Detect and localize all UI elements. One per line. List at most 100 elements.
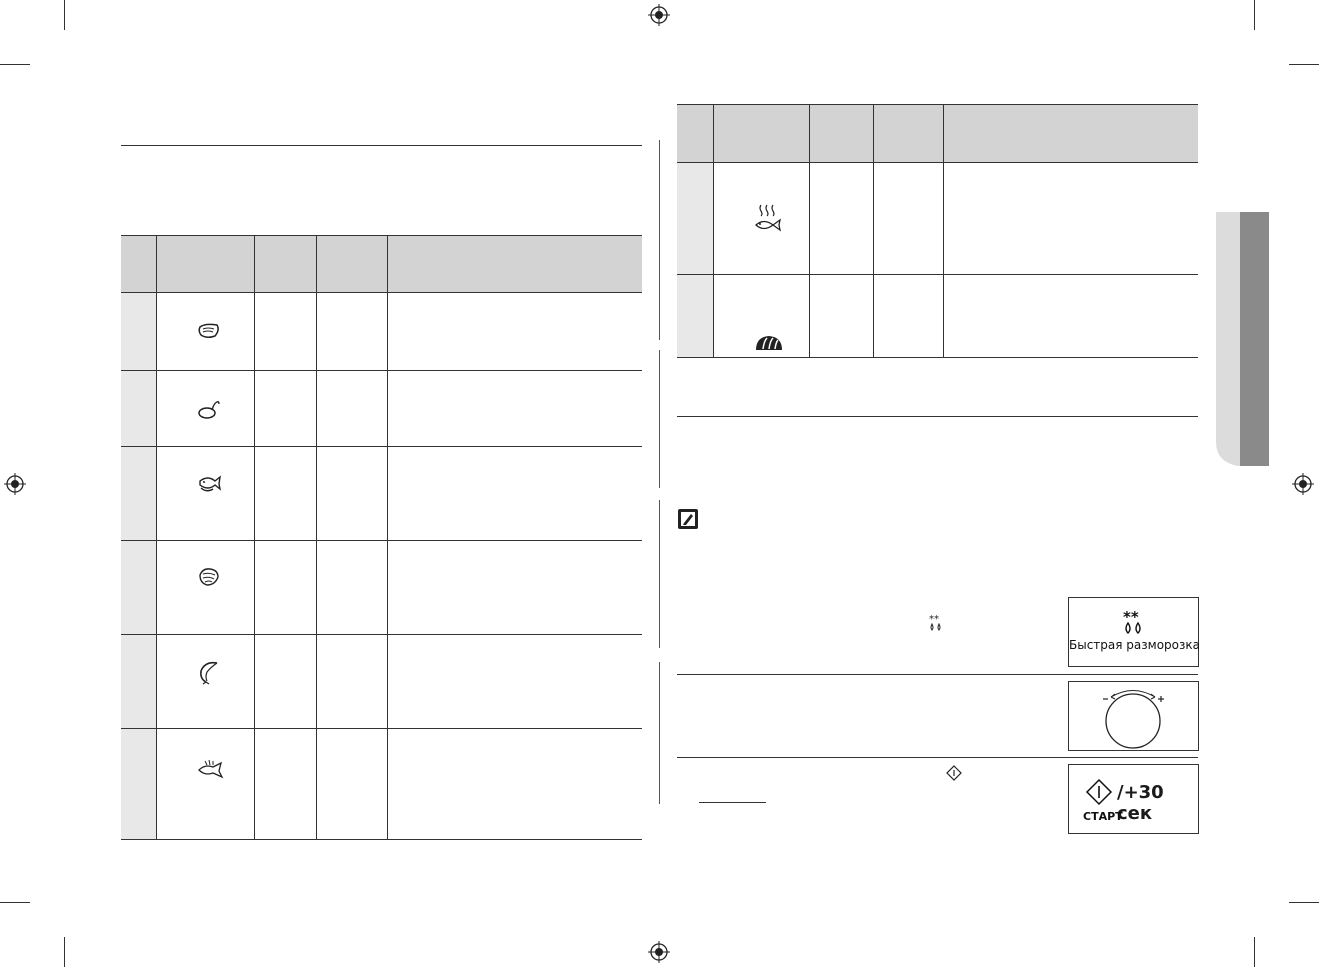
header-cell: [387, 235, 642, 293]
steam-fish-icon: [755, 204, 781, 232]
section-side-tab: [1216, 212, 1269, 466]
product-cell: [156, 728, 255, 840]
table-row: [121, 446, 642, 541]
table-row: [121, 370, 642, 447]
quick-defrost-label: Быстрая разморозка: [1069, 638, 1200, 652]
header-cell: [873, 104, 944, 163]
header-cell: [713, 104, 810, 163]
data-cell: [254, 292, 317, 371]
registration-mark-icon: [1292, 473, 1314, 495]
svg-text:**: **: [929, 614, 939, 625]
table-header-row: [677, 104, 1198, 163]
header-cell: [943, 104, 1198, 163]
shrimp-icon: [200, 661, 218, 685]
data-cell: [254, 540, 317, 635]
step-divider: [677, 674, 1198, 675]
poultry-drumstick-icon: [198, 401, 220, 419]
start-inline-icon: [946, 765, 962, 781]
product-cell: [156, 370, 255, 447]
table-row: [121, 292, 642, 371]
data-cell: [316, 728, 388, 840]
table-row: [677, 162, 1198, 275]
data-cell: [873, 274, 944, 358]
table-row: [677, 274, 1198, 358]
data-cell: [387, 370, 642, 447]
data-cell: [809, 162, 874, 275]
step-divider: [677, 757, 1198, 758]
table-row: [121, 728, 642, 840]
row-number-cell: [677, 162, 714, 275]
rotary-dial-icon: [1103, 690, 1164, 749]
data-cell: [387, 540, 642, 635]
start-button-panel[interactable]: /+30 сек СТАРТ: [1068, 764, 1199, 834]
product-cell: [156, 446, 255, 541]
page-gutter-line: [659, 350, 660, 488]
product-cell: [713, 162, 810, 275]
product-cell: [713, 274, 810, 358]
section-rule: [677, 416, 1198, 417]
crop-mark: [1254, 0, 1255, 30]
dial-panel[interactable]: [1068, 681, 1199, 751]
fish-icon: [199, 475, 222, 492]
page-gutter-line: [659, 662, 660, 804]
svg-text:**: **: [1123, 610, 1139, 626]
section-rule: [121, 145, 642, 146]
data-cell: [387, 446, 642, 541]
text-underline: [699, 802, 766, 803]
start-icon: [1085, 778, 1113, 806]
fish-bone-icon: [198, 759, 224, 779]
header-cell: [156, 235, 255, 293]
crop-mark: [64, 937, 65, 967]
data-cell: [254, 728, 317, 840]
table-header-row: [121, 235, 642, 293]
data-cell: [943, 274, 1198, 358]
data-cell: [254, 446, 317, 541]
header-cell: [254, 235, 317, 293]
crop-mark: [1289, 902, 1319, 903]
data-cell: [254, 634, 317, 729]
data-cell: [943, 162, 1198, 275]
row-number-cell: [121, 540, 157, 635]
crop-mark: [1254, 937, 1255, 967]
bread-loaf-icon: [756, 336, 782, 350]
data-cell: [387, 292, 642, 371]
row-number-cell: [677, 274, 714, 358]
defrost-table-left: [121, 235, 642, 840]
row-number-cell: [121, 634, 157, 729]
header-cell: [677, 104, 714, 163]
data-cell: [316, 634, 388, 729]
registration-mark-icon: [648, 941, 670, 963]
data-cell: [316, 540, 388, 635]
start-label: СТАРТ: [1083, 810, 1123, 823]
data-cell: [316, 292, 388, 371]
quick-defrost-button-panel[interactable]: ** Быстрая разморозка: [1068, 597, 1200, 667]
page-gutter-line: [659, 500, 660, 648]
header-cell: [316, 235, 388, 293]
registration-mark-icon: [648, 4, 670, 26]
memo-note-icon: [678, 509, 698, 529]
crop-mark: [1289, 64, 1319, 65]
page-gutter-line: [659, 140, 660, 340]
row-number-cell: [121, 292, 157, 371]
defrost-table-right: [677, 104, 1198, 358]
data-cell: [316, 370, 388, 447]
data-cell: [387, 728, 642, 840]
plus-30-sec-label: /+30 сек: [1117, 782, 1164, 824]
row-number-cell: [121, 446, 157, 541]
crop-mark: [0, 64, 30, 65]
product-cell: [156, 292, 255, 371]
product-cell: [156, 540, 255, 635]
header-cell: [809, 104, 874, 163]
quick-defrost-inline-icon: **: [929, 614, 941, 631]
row-number-cell: [121, 728, 157, 840]
crop-mark: [64, 0, 65, 30]
data-cell: [809, 274, 874, 358]
header-cell: [121, 235, 157, 293]
data-cell: [873, 162, 944, 275]
quick-defrost-icon: **: [1123, 610, 1141, 634]
row-number-cell: [121, 370, 157, 447]
data-cell: [387, 634, 642, 729]
table-row: [121, 634, 642, 729]
registration-mark-icon: [4, 473, 26, 495]
crop-mark: [0, 902, 30, 903]
